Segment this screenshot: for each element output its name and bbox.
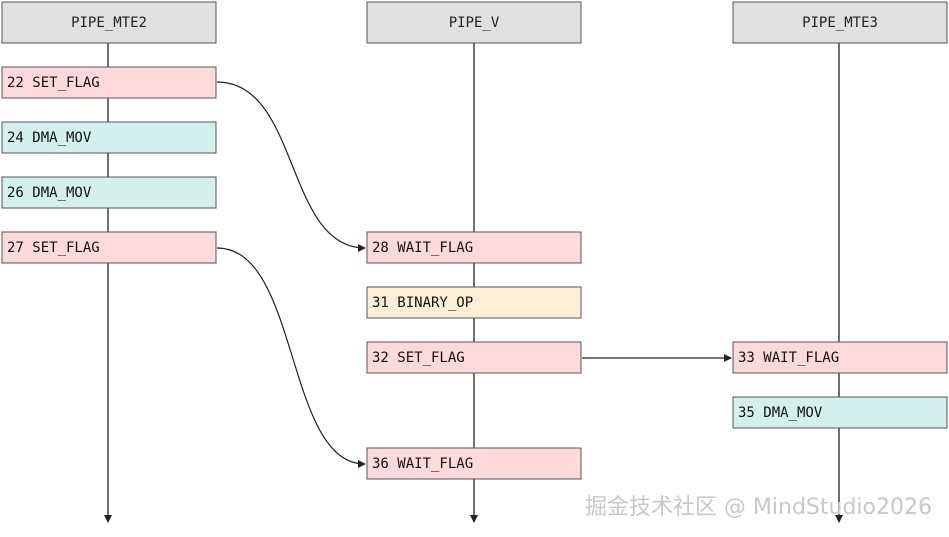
instruction-label: 22 SET_FLAG — [7, 75, 100, 91]
watermark-text: 掘金技术社区 @ MindStudio2026 — [585, 495, 932, 520]
instruction-box-28: 28 WAIT_FLAG — [366, 231, 582, 264]
lane-header-mte2: PIPE_MTE2 — [1, 1, 217, 44]
instruction-label: 28 WAIT_FLAG — [372, 240, 473, 256]
lane-header-v: PIPE_V — [366, 1, 582, 44]
lane-header-label: PIPE_MTE2 — [71, 15, 147, 31]
instruction-box-33: 33 WAIT_FLAG — [732, 341, 948, 374]
lane-header-label: PIPE_V — [449, 15, 500, 31]
instruction-label: 36 WAIT_FLAG — [372, 456, 473, 472]
instruction-label: 31 BINARY_OP — [372, 295, 473, 311]
instruction-box-32: 32 SET_FLAG — [366, 341, 582, 374]
instruction-label: 33 WAIT_FLAG — [738, 350, 839, 366]
instruction-box-22: 22 SET_FLAG — [1, 66, 217, 99]
lane-header-mte3: PIPE_MTE3 — [732, 1, 948, 44]
instruction-box-24: 24 DMA_MOV — [1, 121, 217, 154]
lane-header-label: PIPE_MTE3 — [802, 15, 878, 31]
dependency-arrow-22-to-28 — [216, 81, 366, 252]
dependency-arrow-27-to-36 — [216, 247, 366, 468]
instruction-label: 27 SET_FLAG — [7, 240, 100, 256]
instruction-box-35: 35 DMA_MOV — [732, 396, 948, 429]
instruction-box-27: 27 SET_FLAG — [1, 231, 217, 264]
instruction-box-31: 31 BINARY_OP — [366, 286, 582, 319]
instruction-label: 35 DMA_MOV — [738, 405, 823, 421]
instruction-label: 26 DMA_MOV — [7, 185, 92, 201]
instruction-label: 32 SET_FLAG — [372, 350, 465, 366]
instruction-box-36: 36 WAIT_FLAG — [366, 447, 582, 480]
instruction-label: 24 DMA_MOV — [7, 130, 92, 146]
instruction-box-26: 26 DMA_MOV — [1, 176, 217, 209]
